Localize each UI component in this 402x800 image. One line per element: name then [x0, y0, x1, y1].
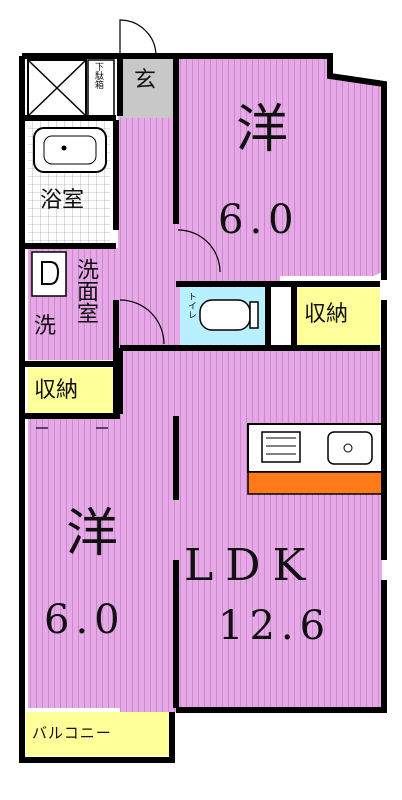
room-bedroom-top: [178, 56, 382, 286]
ldk-size: 12.6: [218, 603, 332, 649]
storage-left: [28, 368, 116, 416]
kitchen-counter: [247, 423, 383, 495]
toilet-fixture: [199, 299, 259, 331]
walls: [19, 53, 387, 763]
storage-left-label: 収納: [34, 378, 79, 403]
washer: [31, 251, 67, 297]
entrance-label: 玄: [134, 68, 157, 93]
storage-top-label: 収納: [304, 302, 349, 327]
toilet-label: トイレ: [186, 292, 196, 319]
room-entrance: [118, 56, 178, 118]
shoe-box-label: 下駄箱: [93, 62, 103, 89]
balcony-label: バルコニー: [32, 724, 112, 742]
bathtub: [33, 127, 107, 173]
ldk-label: LDK: [184, 540, 318, 591]
washer-label: 洗: [34, 314, 57, 339]
bedroom-top-size: 6.0: [218, 197, 300, 243]
room-corridor: [118, 116, 180, 350]
room-bedroom-left: [28, 416, 180, 708]
bedroom-top-label: 洋: [236, 100, 289, 160]
bath-label: 浴室: [40, 188, 85, 213]
bedroom-left-label: 洋: [66, 504, 119, 564]
door-swings: [36, 19, 221, 429]
storage-top: [296, 288, 380, 346]
bedroom-left-size: 6.0: [44, 597, 126, 643]
balcony: [26, 712, 172, 756]
washroom-label: 洗面室: [73, 258, 98, 324]
